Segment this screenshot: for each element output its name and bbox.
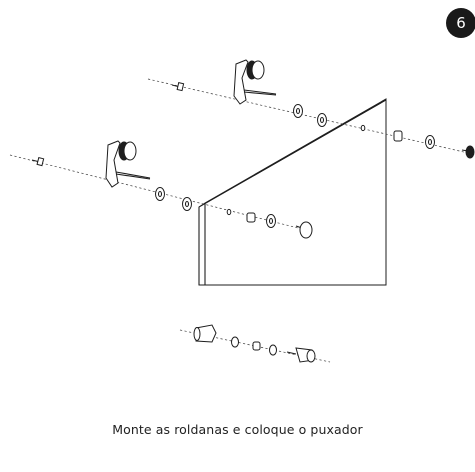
lower-washers (155, 187, 276, 228)
handle-knob (295, 221, 313, 239)
lower-screw (31, 156, 45, 167)
instruction-caption: Monte as roldanas e coloque o puxador (112, 422, 363, 437)
upper-axis-line (147, 78, 469, 154)
roller-assembly-lower (105, 140, 151, 188)
step-number-badge: 6 (446, 8, 475, 38)
stopper (193, 324, 316, 363)
upper-screw (171, 82, 185, 92)
door-panel (198, 98, 387, 286)
roller-assembly-upper (233, 59, 277, 105)
upper-washers (293, 104, 475, 159)
